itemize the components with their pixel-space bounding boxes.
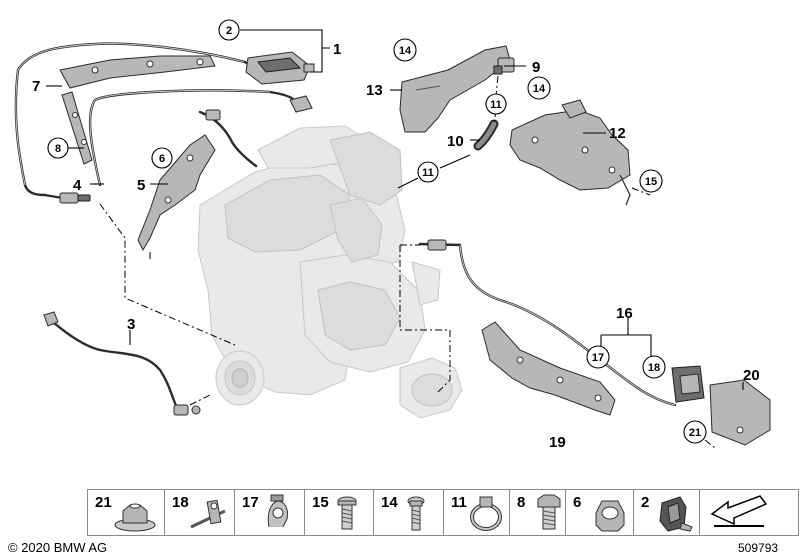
callout-4: 4 [73, 177, 82, 194]
callout-14-top: 14 [393, 38, 417, 62]
hex-bolt-icon [537, 494, 561, 530]
sensor-bracket-7 [59, 55, 216, 89]
callout-7: 7 [32, 78, 40, 95]
callout-12: 12 [609, 125, 626, 142]
callout-9: 9 [532, 59, 540, 76]
callout-13: 13 [366, 82, 383, 99]
heat-shield-13 [399, 45, 511, 133]
legend-number: 21 [95, 494, 112, 511]
svg-text:11: 11 [422, 167, 434, 179]
svg-text:18: 18 [648, 362, 660, 374]
legend-number: 15 [312, 494, 329, 511]
callout-11-upper: 11 [485, 93, 507, 115]
exhaust-temp-sensor-3 [43, 311, 201, 416]
callout-11-lower: 11 [417, 161, 439, 183]
legend-item-17: 17 [235, 490, 305, 535]
svg-text:2: 2 [226, 25, 232, 37]
legend-item-21: 21 [88, 490, 165, 535]
callout-21: 21 [683, 420, 707, 444]
bracket-19 [481, 321, 616, 416]
holder-9 [493, 57, 515, 75]
hose-clamp-icon [470, 496, 502, 531]
legend-number: 6 [573, 494, 582, 511]
svg-text:6: 6 [159, 153, 165, 165]
cable-tie-icon [190, 499, 226, 529]
leader-lines [46, 29, 744, 390]
callout-14-right: 14 [527, 76, 551, 100]
bracket-12 [509, 99, 631, 206]
svg-text:15: 15 [645, 176, 657, 188]
hex-nut-with-washer-icon [114, 503, 156, 532]
callout-5: 5 [137, 177, 145, 194]
directional-arrow-icon [710, 495, 768, 527]
callout-20: 20 [743, 367, 760, 384]
diagram-number: 509793 [738, 541, 779, 555]
nox-control-unit-20 [671, 365, 771, 446]
svg-text:17: 17 [592, 352, 604, 364]
callout-10: 10 [447, 133, 464, 150]
callout-17: 17 [586, 345, 610, 369]
cable-clip-icon [267, 494, 288, 528]
callout-16: 16 [616, 305, 633, 322]
assembly-lines [99, 75, 716, 449]
sensor-holder-clip-icon [659, 496, 693, 532]
legend-item-6: 6 [566, 490, 634, 535]
nox-sensor-wire-4 [88, 89, 313, 187]
callout-18: 18 [642, 355, 666, 379]
svg-text:11: 11 [490, 99, 502, 111]
legend-item-arrow [700, 490, 778, 535]
legend-item-8: 8 [510, 490, 566, 535]
callout-1: 1 [333, 41, 341, 58]
svg-text:14: 14 [399, 45, 412, 57]
hose-10 [473, 119, 499, 151]
circled-callouts: 2 8 6 14 14 11 11 15 [47, 19, 707, 444]
flange-screw-icon [337, 496, 357, 530]
fastener-legend: 21 18 17 15 14 [87, 489, 799, 536]
legend-item-2: 2 [634, 490, 700, 535]
exhaust-aftertreatment-assembly [197, 125, 463, 419]
sensor-bracket-8 [61, 91, 93, 165]
copyright-text: © 2020 BMW AG [8, 540, 108, 555]
svg-text:21: 21 [689, 427, 701, 439]
callout-3: 3 [127, 316, 135, 333]
legend-item-15: 15 [305, 490, 374, 535]
legend-number: 11 [451, 494, 467, 511]
nox-sensor-harness-16 [418, 239, 677, 407]
callout-19: 19 [549, 434, 566, 451]
callout-labels: 1 7 4 5 3 13 9 10 12 16 20 19 [32, 41, 760, 451]
legend-item-18: 18 [165, 490, 235, 535]
hex-nut-icon [595, 500, 625, 532]
callout-15: 15 [639, 169, 663, 193]
callout-6: 6 [151, 147, 173, 169]
legend-number: 17 [242, 494, 259, 511]
svg-text:8: 8 [55, 143, 61, 155]
torx-screw-icon [407, 496, 425, 531]
legend-item-11: 11 [444, 490, 510, 535]
temperature-sensor-wire [198, 109, 258, 168]
parts-diagram: 1 7 4 5 3 13 9 10 12 16 20 19 2 8 6 14 [14, 19, 771, 451]
svg-text:14: 14 [533, 83, 546, 95]
callout-8: 8 [47, 137, 69, 159]
legend-number: 2 [641, 494, 650, 511]
callout-2: 2 [218, 19, 240, 41]
legend-number: 14 [381, 494, 398, 511]
legend-item-14: 14 [374, 490, 444, 535]
legend-number: 18 [172, 494, 189, 511]
legend-number: 8 [517, 494, 526, 511]
sensor-bracket-5 [137, 134, 216, 252]
control-unit-sensor-module [245, 51, 315, 85]
